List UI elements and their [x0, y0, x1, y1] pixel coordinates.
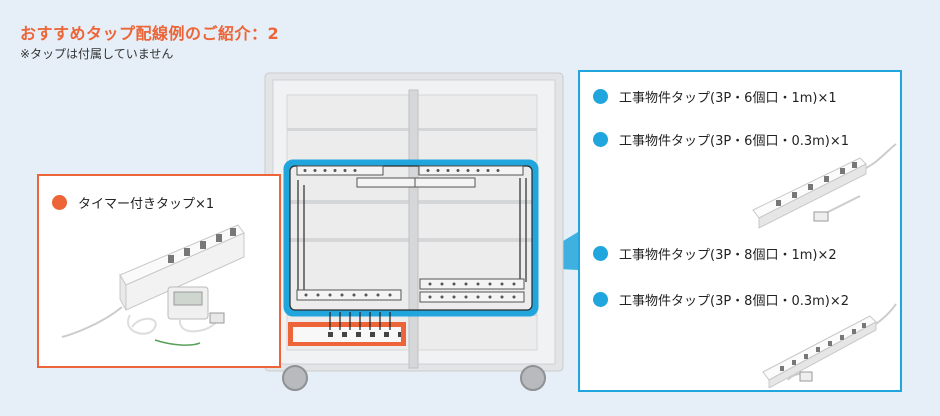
construction-tap-item-3: 工事物件タップ(3P・8個口・1m)×2	[593, 244, 837, 263]
power-strip-8-outlet-image	[762, 303, 897, 388]
bullet-dot-icon	[52, 195, 67, 210]
construction-tap-label-4: 工事物件タップ(3P・8個口・0.3m)×2	[619, 294, 850, 309]
bullet-dot-icon	[593, 132, 608, 147]
construction-tap-label-3: 工事物件タップ(3P・8個口・1m)×2	[619, 248, 837, 263]
timer-tap-product-image	[61, 224, 245, 346]
bullet-dot-icon	[593, 246, 608, 261]
construction-tap-item-4: 工事物件タップ(3P・8個口・0.3m)×2	[593, 290, 849, 309]
page-title: おすすめタップ配線例のご紹介：2	[20, 24, 280, 43]
construction-tap-item-2: 工事物件タップ(3P・6個口・0.3m)×1	[593, 130, 849, 149]
bullet-dot-icon	[593, 292, 608, 307]
construction-tap-item-1: 工事物件タップ(3P・6個口・1m)×1	[593, 87, 837, 106]
power-strip-6-outlet-image	[752, 143, 897, 229]
construction-tap-label-2: 工事物件タップ(3P・6個口・0.3m)×1	[619, 134, 850, 149]
timer-tap-label: タイマー付きタップ×1	[78, 197, 215, 212]
note-text: ※タップは付属していません	[20, 47, 174, 61]
timer-tap-item: タイマー付きタップ×1	[52, 193, 214, 212]
bullet-dot-icon	[593, 89, 608, 104]
construction-tap-label-1: 工事物件タップ(3P・6個口・1m)×1	[619, 91, 837, 106]
